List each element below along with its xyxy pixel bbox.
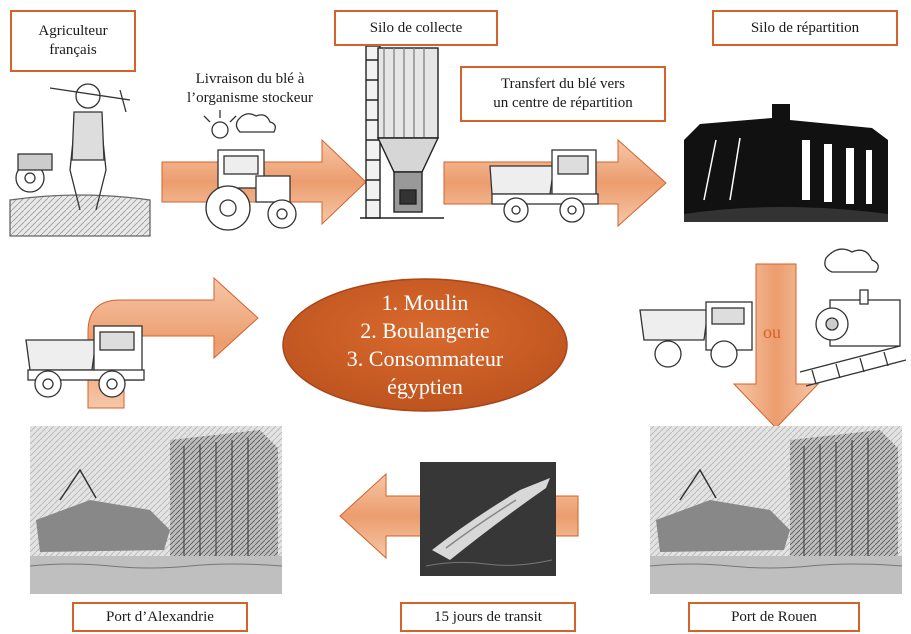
bottom-truck-illustration [25, 325, 145, 398]
dump-truck-illustration [489, 149, 599, 223]
truck-and-train-illustration [639, 248, 907, 387]
ship-image [420, 462, 556, 576]
label-distribution-silo: Silo de répartition [712, 10, 898, 46]
step-consumer: 3. Consommateur [346, 346, 504, 371]
or-label: ou [763, 322, 781, 342]
step-consumer-2: égyptien [387, 374, 463, 399]
caption-transfer: Transfert du blé vers un centre de répar… [460, 66, 666, 122]
label-port-alexandria: Port d’Alexandrie [72, 602, 248, 632]
arrow-down-to-port [732, 263, 820, 429]
step-bakery: 2. Boulangerie [360, 318, 490, 343]
tractor-illustration [203, 110, 297, 231]
center-steps: 1. Moulin 2. Boulangerie 3. Consommateur… [282, 280, 568, 410]
label-transit: 15 jours de transit [400, 602, 576, 632]
distribution-silo-illustration [684, 104, 888, 222]
farmer-illustration [9, 83, 151, 237]
caption-delivery: Livraison du blé à l’organisme stockeur [187, 71, 313, 106]
label-collection-silo: Silo de collecte [334, 10, 498, 46]
label-port-rouen: Port de Rouen [688, 602, 860, 632]
label-farmer: Agriculteur français [10, 10, 136, 72]
port-alexandria-image [29, 426, 283, 594]
collection-silo-illustration [360, 45, 444, 219]
arrow-to-mill [87, 276, 259, 409]
center-ellipse [282, 278, 568, 412]
port-rouen-image [649, 426, 903, 594]
step-mill: 1. Moulin [381, 290, 469, 315]
